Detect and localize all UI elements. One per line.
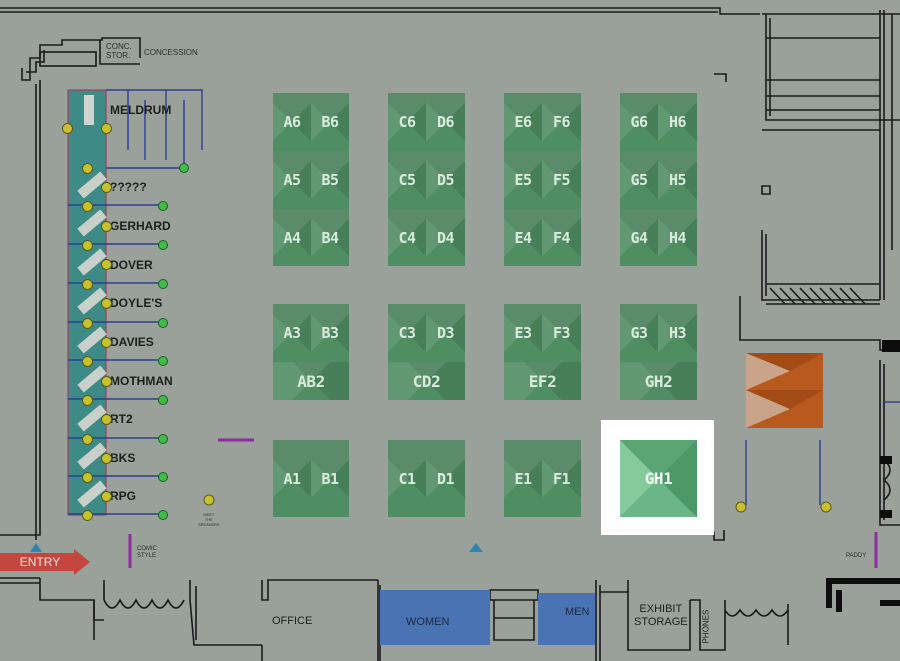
marker-dot xyxy=(101,376,112,387)
booth-b1[interactable]: B1 xyxy=(311,440,349,517)
men-label: MEN xyxy=(565,606,590,618)
booth-f5[interactable]: F5 xyxy=(542,151,581,209)
booth-a6[interactable]: A6 xyxy=(273,93,311,151)
booth-c3[interactable]: C3 xyxy=(388,304,426,362)
booth-f3[interactable]: F3 xyxy=(542,304,581,362)
marker-dot xyxy=(158,472,168,482)
office-label: OFFICE xyxy=(272,615,313,627)
marker-dot xyxy=(101,123,112,134)
marker-dot xyxy=(179,163,189,173)
booth-b4[interactable]: B4 xyxy=(311,209,349,266)
booth-d5[interactable]: D5 xyxy=(426,151,465,209)
side-table-7[interactable]: RT2 xyxy=(110,412,133,426)
booth-a1[interactable]: A1 xyxy=(273,440,311,517)
marker-dot xyxy=(101,414,112,425)
booth-e1[interactable]: E1 xyxy=(504,440,542,517)
marker-dot xyxy=(82,510,93,521)
booth-b3[interactable]: B3 xyxy=(311,304,349,362)
marker-dot xyxy=(82,356,93,367)
booth-f1[interactable]: F1 xyxy=(542,440,581,517)
booth-c5[interactable]: C5 xyxy=(388,151,426,209)
booth-ab2[interactable]: AB2 xyxy=(273,362,349,400)
side-table-2[interactable]: GERHARD xyxy=(110,219,171,233)
side-table-6[interactable]: MOTHMAN xyxy=(110,374,173,388)
booth-g3[interactable]: G3 xyxy=(620,304,658,362)
marker-dot xyxy=(101,259,112,270)
booth-c6[interactable]: C6 xyxy=(388,93,426,151)
marker-dot xyxy=(82,318,93,329)
booth-h4[interactable]: H4 xyxy=(658,209,697,266)
marker-dot xyxy=(82,201,93,212)
marker-dot xyxy=(101,182,112,193)
booth-e6[interactable]: E6 xyxy=(504,93,542,151)
men-restroom[interactable] xyxy=(538,593,595,645)
booth-h5[interactable]: H5 xyxy=(658,151,697,209)
side-table-1[interactable]: ????? xyxy=(110,180,147,194)
side-table-4[interactable]: DOYLE'S xyxy=(110,296,163,310)
booth-a3[interactable]: A3 xyxy=(273,304,311,362)
booth-f4[interactable]: F4 xyxy=(542,209,581,266)
meet-speakers-label: MEET THE SPEAKERS xyxy=(198,512,220,527)
marker-dot xyxy=(158,318,168,328)
side-table-9[interactable]: RPG xyxy=(110,489,137,503)
comic-style-label: COMIC STYLE xyxy=(137,546,157,559)
booth-d1[interactable]: D1 xyxy=(426,440,465,517)
booth-b6[interactable]: B6 xyxy=(311,93,349,151)
marker-dot xyxy=(101,453,112,464)
booth-d4[interactable]: D4 xyxy=(426,209,465,266)
booth-c1[interactable]: C1 xyxy=(388,440,426,517)
concession-label: CONCESSION xyxy=(144,48,198,57)
marker-dot xyxy=(62,123,73,134)
booth-e4[interactable]: E4 xyxy=(504,209,542,266)
booth-g6[interactable]: G6 xyxy=(620,93,658,151)
side-row-header[interactable]: MELDRUM xyxy=(110,103,172,117)
booth-a5[interactable]: A5 xyxy=(273,151,311,209)
booth-ef2[interactable]: EF2 xyxy=(504,362,581,400)
booth-g4[interactable]: G4 xyxy=(620,209,658,266)
conc-stor-label: CONC. STOR. xyxy=(106,42,132,60)
marker-dot xyxy=(82,240,93,251)
booth-h3[interactable]: H3 xyxy=(658,304,697,362)
marker-dot xyxy=(82,163,93,174)
booth-gh2[interactable]: GH2 xyxy=(620,362,697,400)
marker-dot xyxy=(158,434,168,444)
marker-dot xyxy=(158,510,168,520)
marker-dot xyxy=(158,395,168,405)
booth-e3[interactable]: E3 xyxy=(504,304,542,362)
side-table-8[interactable]: BKS xyxy=(110,451,136,465)
booth-cd2[interactable]: CD2 xyxy=(388,362,465,400)
booth-g5[interactable]: G5 xyxy=(620,151,658,209)
booth-a4[interactable]: A4 xyxy=(273,209,311,266)
marker-dot xyxy=(82,395,93,406)
booth-h6[interactable]: H6 xyxy=(658,93,697,151)
side-table-5[interactable]: DAVIES xyxy=(110,335,154,349)
paddy-label: PADDY xyxy=(846,553,867,559)
side-table-3[interactable]: DOVER xyxy=(110,258,153,272)
women-label: WOMEN xyxy=(406,616,450,628)
marker-dot xyxy=(101,491,112,502)
marker-dot xyxy=(158,356,168,366)
women-restroom[interactable] xyxy=(380,590,490,645)
marker-dot xyxy=(82,472,93,483)
marker-dot xyxy=(82,434,93,445)
booth-f6[interactable]: F6 xyxy=(542,93,581,151)
exhibit-storage-label: EXHIBIT STORAGE xyxy=(634,603,688,628)
entry-label[interactable]: ENTRY xyxy=(19,555,61,569)
booth-c4[interactable]: C4 xyxy=(388,209,426,266)
booth-e5[interactable]: E5 xyxy=(504,151,542,209)
booth-d3[interactable]: D3 xyxy=(426,304,465,362)
marker-dot xyxy=(82,279,93,290)
marker-dot xyxy=(101,337,112,348)
marker-dot xyxy=(158,201,168,211)
marker-dot xyxy=(158,240,168,250)
booth-b5[interactable]: B5 xyxy=(311,151,349,209)
marker-dot xyxy=(101,298,112,309)
marker-dot xyxy=(101,221,112,232)
marker-dot xyxy=(158,279,168,289)
booth-gh1[interactable]: GH1 xyxy=(620,440,697,517)
booth-d6[interactable]: D6 xyxy=(426,93,465,151)
phones-label: PHONES xyxy=(701,609,711,644)
